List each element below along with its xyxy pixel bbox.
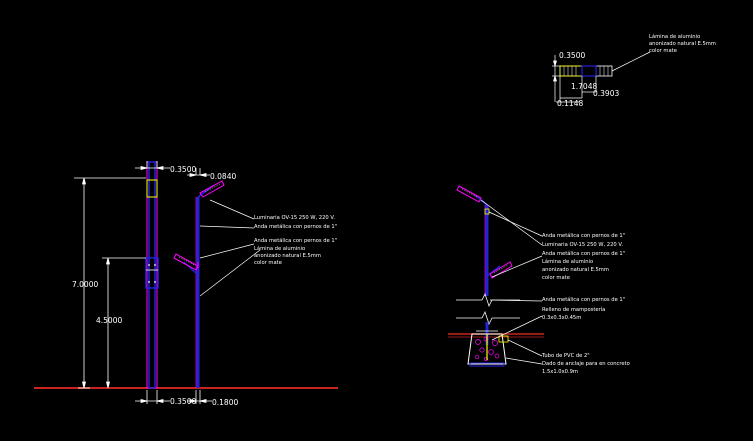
vertical-dimensions	[74, 177, 146, 389]
note-top-color: color mate	[649, 48, 677, 54]
pvc-pipe	[498, 335, 509, 343]
note-right-anonizado: anonizado natural E.5mm	[542, 267, 609, 273]
dim-detail-d4: 0.1148	[557, 99, 583, 108]
dim-height-mid: 4.5000	[96, 316, 122, 325]
note-right-anda-1: Anda metálica con pernos de 1"	[542, 232, 625, 239]
side-pole	[173, 180, 225, 388]
left-leader-lines	[199, 199, 261, 297]
note-right-luminaria: Luminaria OV-15 250 W, 220 V.	[542, 242, 623, 248]
note-right-dado-dims: 1.5x1.0x0.9m	[542, 369, 578, 375]
note-right-color: color mate	[542, 275, 570, 281]
right-lamp-head-top	[456, 185, 482, 203]
lamp-head-mid	[173, 253, 199, 271]
note-right-dado: Dado de anclaje para en concreto	[542, 361, 630, 367]
top-right-detail: 0.3500 1.7048 0.3903 0.1148 Lámina de al…	[552, 33, 716, 108]
dim-pole-width-top: 0.3500	[170, 165, 196, 174]
foundation-block	[467, 333, 507, 365]
note-right-relleno-dims: 0.3x0.3x0.45m	[542, 315, 581, 321]
note-left-luminaria: Luminaria OV-15 250 W, 220 V.	[254, 215, 335, 221]
dim-height-total: 7.0000	[72, 280, 98, 289]
note-left-anda-1: Anda metálica con pernos de 1"	[254, 223, 337, 230]
note-right-anda-3: Anda metálica con pernos de 1"	[542, 296, 625, 303]
masonry-fill	[474, 336, 500, 361]
note-top-anonizado: anonizado natural E.5mm	[649, 41, 716, 47]
bottom-horizontal-dimensions	[135, 390, 212, 404]
note-left-anonizado: anonizado natural E.5mm	[254, 253, 321, 259]
dim-pole-width-right: 0.0840	[210, 172, 236, 181]
left-elevation: 7.0000 4.5000 0.3500 0.0840	[34, 161, 338, 407]
note-left-anda-2: Anda metálica con pernos de 1"	[254, 237, 337, 244]
dim-base-width-left: 0.3500	[170, 397, 196, 406]
right-leader-lines	[480, 199, 543, 365]
note-right-relleno: Relleno de mampostería	[542, 306, 605, 313]
dim-detail-d3: 0.3903	[593, 89, 619, 98]
right-section: Anda metálica con pernos de 1" Luminaria…	[448, 185, 630, 375]
note-right-tubo: Tubo de PVC de 2"	[541, 353, 590, 359]
top-horizontal-dimensions	[135, 161, 210, 178]
note-left-color: color mate	[254, 260, 282, 266]
hatch-box	[145, 257, 159, 289]
dim-base-width-right: 0.1800	[212, 398, 238, 407]
front-pole	[145, 161, 159, 389]
dim-detail-d2: 1.7048	[571, 82, 597, 91]
panel-box	[146, 179, 158, 198]
lamp-head-top	[199, 180, 225, 198]
note-left-lamina: Lámina de aluminio	[254, 245, 305, 252]
note-right-anda-2: Anda metálica con pernos de 1"	[542, 250, 625, 257]
dim-detail-d1: 0.3500	[559, 51, 585, 60]
right-lamp-head-mid	[489, 261, 513, 279]
note-right-lamina: Lámina de aluminio	[542, 258, 593, 265]
note-top-lamina: Lámina de aluminio	[649, 33, 700, 40]
